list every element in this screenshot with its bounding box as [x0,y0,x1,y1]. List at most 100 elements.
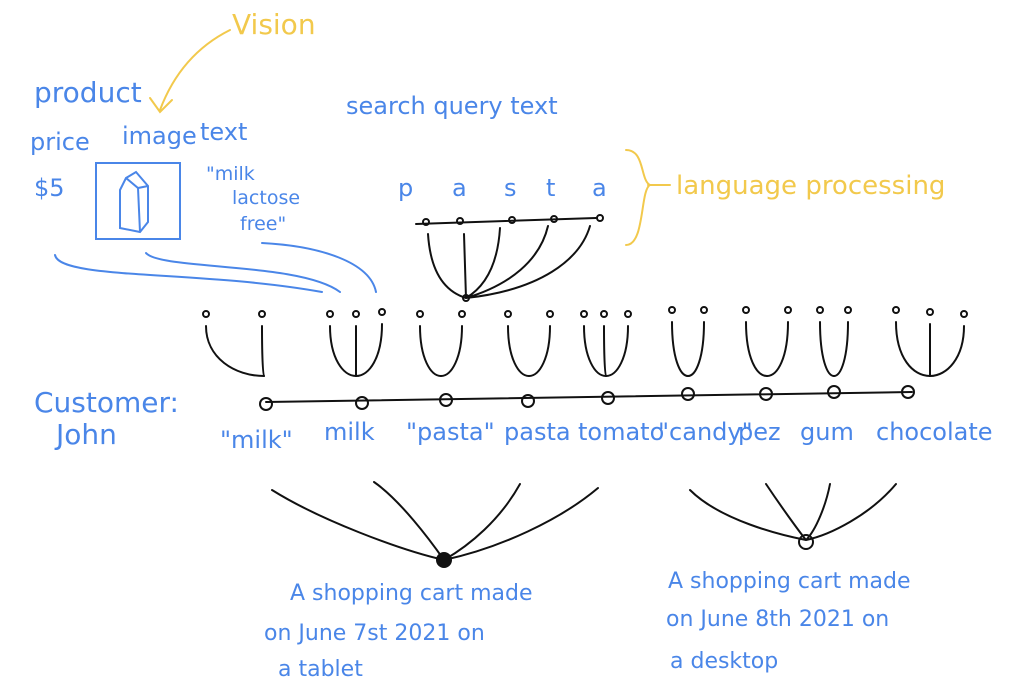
item-label: milk [324,418,375,446]
item-label: chocolate [876,418,993,446]
customer-name: John [54,418,117,451]
feature-link [528,325,551,377]
query-letter: a [452,174,467,202]
item-label: "milk" [220,426,293,454]
feature-node [892,306,900,314]
search-query-label: search query text [346,92,558,120]
feature-node [352,310,360,318]
item-label: pez [738,418,781,446]
feature-node [784,306,792,314]
feature-link [745,321,768,377]
feature-node [326,310,334,318]
item-node [601,391,615,405]
product-text-line2: lactose [232,187,300,209]
cart1-fan [271,481,599,561]
feature-node [546,310,554,318]
cart1-line3: a tablet [278,657,363,682]
image-feature-arrow [145,252,341,293]
feature-node [258,310,266,318]
feature-link [605,325,629,377]
feature-link [440,325,463,377]
query-letter-node [596,214,604,222]
feature-node [844,306,852,314]
feature-node [700,306,708,314]
feature-node [580,310,588,318]
feature-link [895,321,931,377]
item-label: tomato [578,418,664,446]
query-letter: s [504,174,517,202]
price-value: $5 [34,174,65,202]
item-node [521,394,535,408]
item-trees [202,306,968,377]
price-feature-arrow [54,254,323,293]
feature-node [600,310,608,318]
feature-link [419,325,442,377]
text-feature-arrow [261,242,377,293]
language-processing-label: language processing [676,171,945,201]
feature-link [766,321,789,377]
cart2-node [798,534,814,550]
item-nodes [259,385,915,411]
cart1-line1: A shopping cart made [290,581,533,606]
item-node [439,393,453,407]
vision-label: Vision [232,8,316,41]
feature-node [624,310,632,318]
vision-arrow [159,29,231,111]
feature-link [929,325,965,377]
feature-link [205,325,265,377]
milk-carton-icon [119,170,149,234]
cart2-fan [689,483,897,541]
customer-label: Customer: [34,386,179,419]
customer-line [265,391,913,403]
cart1-line2: on June 7st 2021 on [264,621,485,646]
query-letter: p [398,174,413,202]
query-letter-node [456,217,464,225]
feature-node [816,306,824,314]
feature-link [671,321,689,377]
feature-node [668,306,676,314]
feature-link [603,325,607,377]
product-label: product [34,76,142,109]
feature-node [926,308,934,316]
price-label: price [30,128,90,156]
cart2-line1: A shopping cart made [668,569,911,594]
feature-node [202,310,210,318]
item-node [355,396,369,410]
item-label: gum [800,418,854,446]
item-node [901,385,915,399]
text-label: text [200,118,247,146]
query-root-node [462,294,470,302]
query-letter: a [592,174,607,202]
feature-link [583,325,607,377]
query-letter-node [422,218,430,226]
item-label: "pasta" [406,418,495,446]
vision-arrow-head [149,97,173,114]
cart2-line3: a desktop [670,649,778,674]
item-node [827,385,841,399]
cart1-node [436,552,452,568]
product-text-line1: "milk [206,163,255,185]
feature-node [960,310,968,318]
feature-node [458,310,466,318]
item-node [259,397,273,411]
item-label: "candy" [658,418,753,446]
query-letter: t [546,174,555,202]
feature-link [507,325,530,377]
feature-link [833,321,849,377]
item-label: pasta [504,418,571,446]
item-node [759,387,773,401]
image-label: image [122,122,197,150]
cart2-line2: on June 8th 2021 on [666,607,889,632]
feature-link [329,325,357,377]
feature-link [819,321,835,377]
item-node [681,387,695,401]
feature-link [355,323,383,377]
product-image-box [95,162,181,240]
feature-link [261,325,265,377]
feature-link [687,321,705,377]
feature-node [416,310,424,318]
query-fan [427,225,591,299]
